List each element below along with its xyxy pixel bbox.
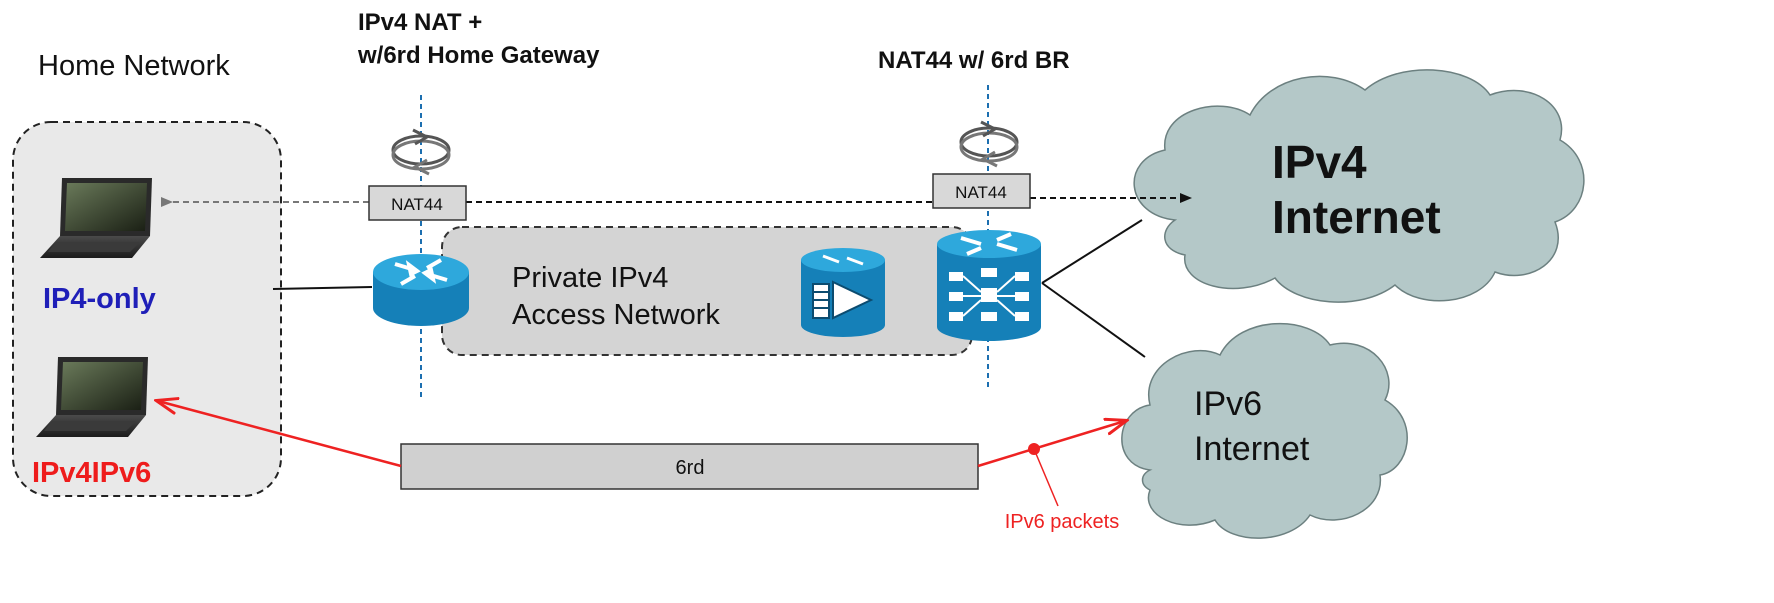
br-title: NAT44 w/ 6rd BR [878,47,1070,74]
ipv6-internet-line2: Internet [1194,430,1310,468]
laptop-icon [40,178,152,258]
private-network-line2: Access Network [512,299,720,331]
private-network-line1: Private IPv4 [512,262,668,294]
sixrd-tunnel-bar [400,443,979,490]
nat44-left-box [368,185,467,221]
ipv6-packets-label: IPv6 packets [1005,511,1120,533]
br-to-ipv6-line [1041,282,1146,358]
ipv4-internet-cloud [1133,69,1585,303]
ipv4-internet-line2: Internet [1272,191,1441,243]
ipv6-to-internet-arrow [977,421,1125,468]
ipv4ipv6-label: IPv4IPv6 [32,457,151,489]
router-switch-icon [937,230,1041,341]
home-network-title: Home Network [38,50,230,82]
ipv6-internet-line1: IPv6 [1194,385,1262,423]
rotate-arrows-icon [959,120,1019,168]
br-to-ipv4-line [1041,219,1143,284]
gateway-title-line1: IPv4 NAT + [358,9,482,36]
nat44-left-label: NAT44 [391,195,443,214]
router-icon [373,254,469,326]
ipv6-internet-cloud [1121,322,1408,539]
nat44-right-box [932,173,1031,209]
ip4-only-label: IP4-only [43,283,156,315]
laptop-icon [36,357,148,437]
nat44-right-label: NAT44 [955,183,1007,202]
rotate-arrows-icon [391,128,451,176]
ipv6-packet-leader [1033,448,1059,507]
ipv6-to-laptop-arrow [158,401,402,468]
ipv4-internet-line1: IPv4 [1272,136,1367,188]
sixrd-label: 6rd [676,457,705,479]
home-to-gateway-line [272,286,373,290]
video-device-icon [801,248,885,337]
gateway-title-line2: w/6rd Home Gateway [357,42,600,69]
